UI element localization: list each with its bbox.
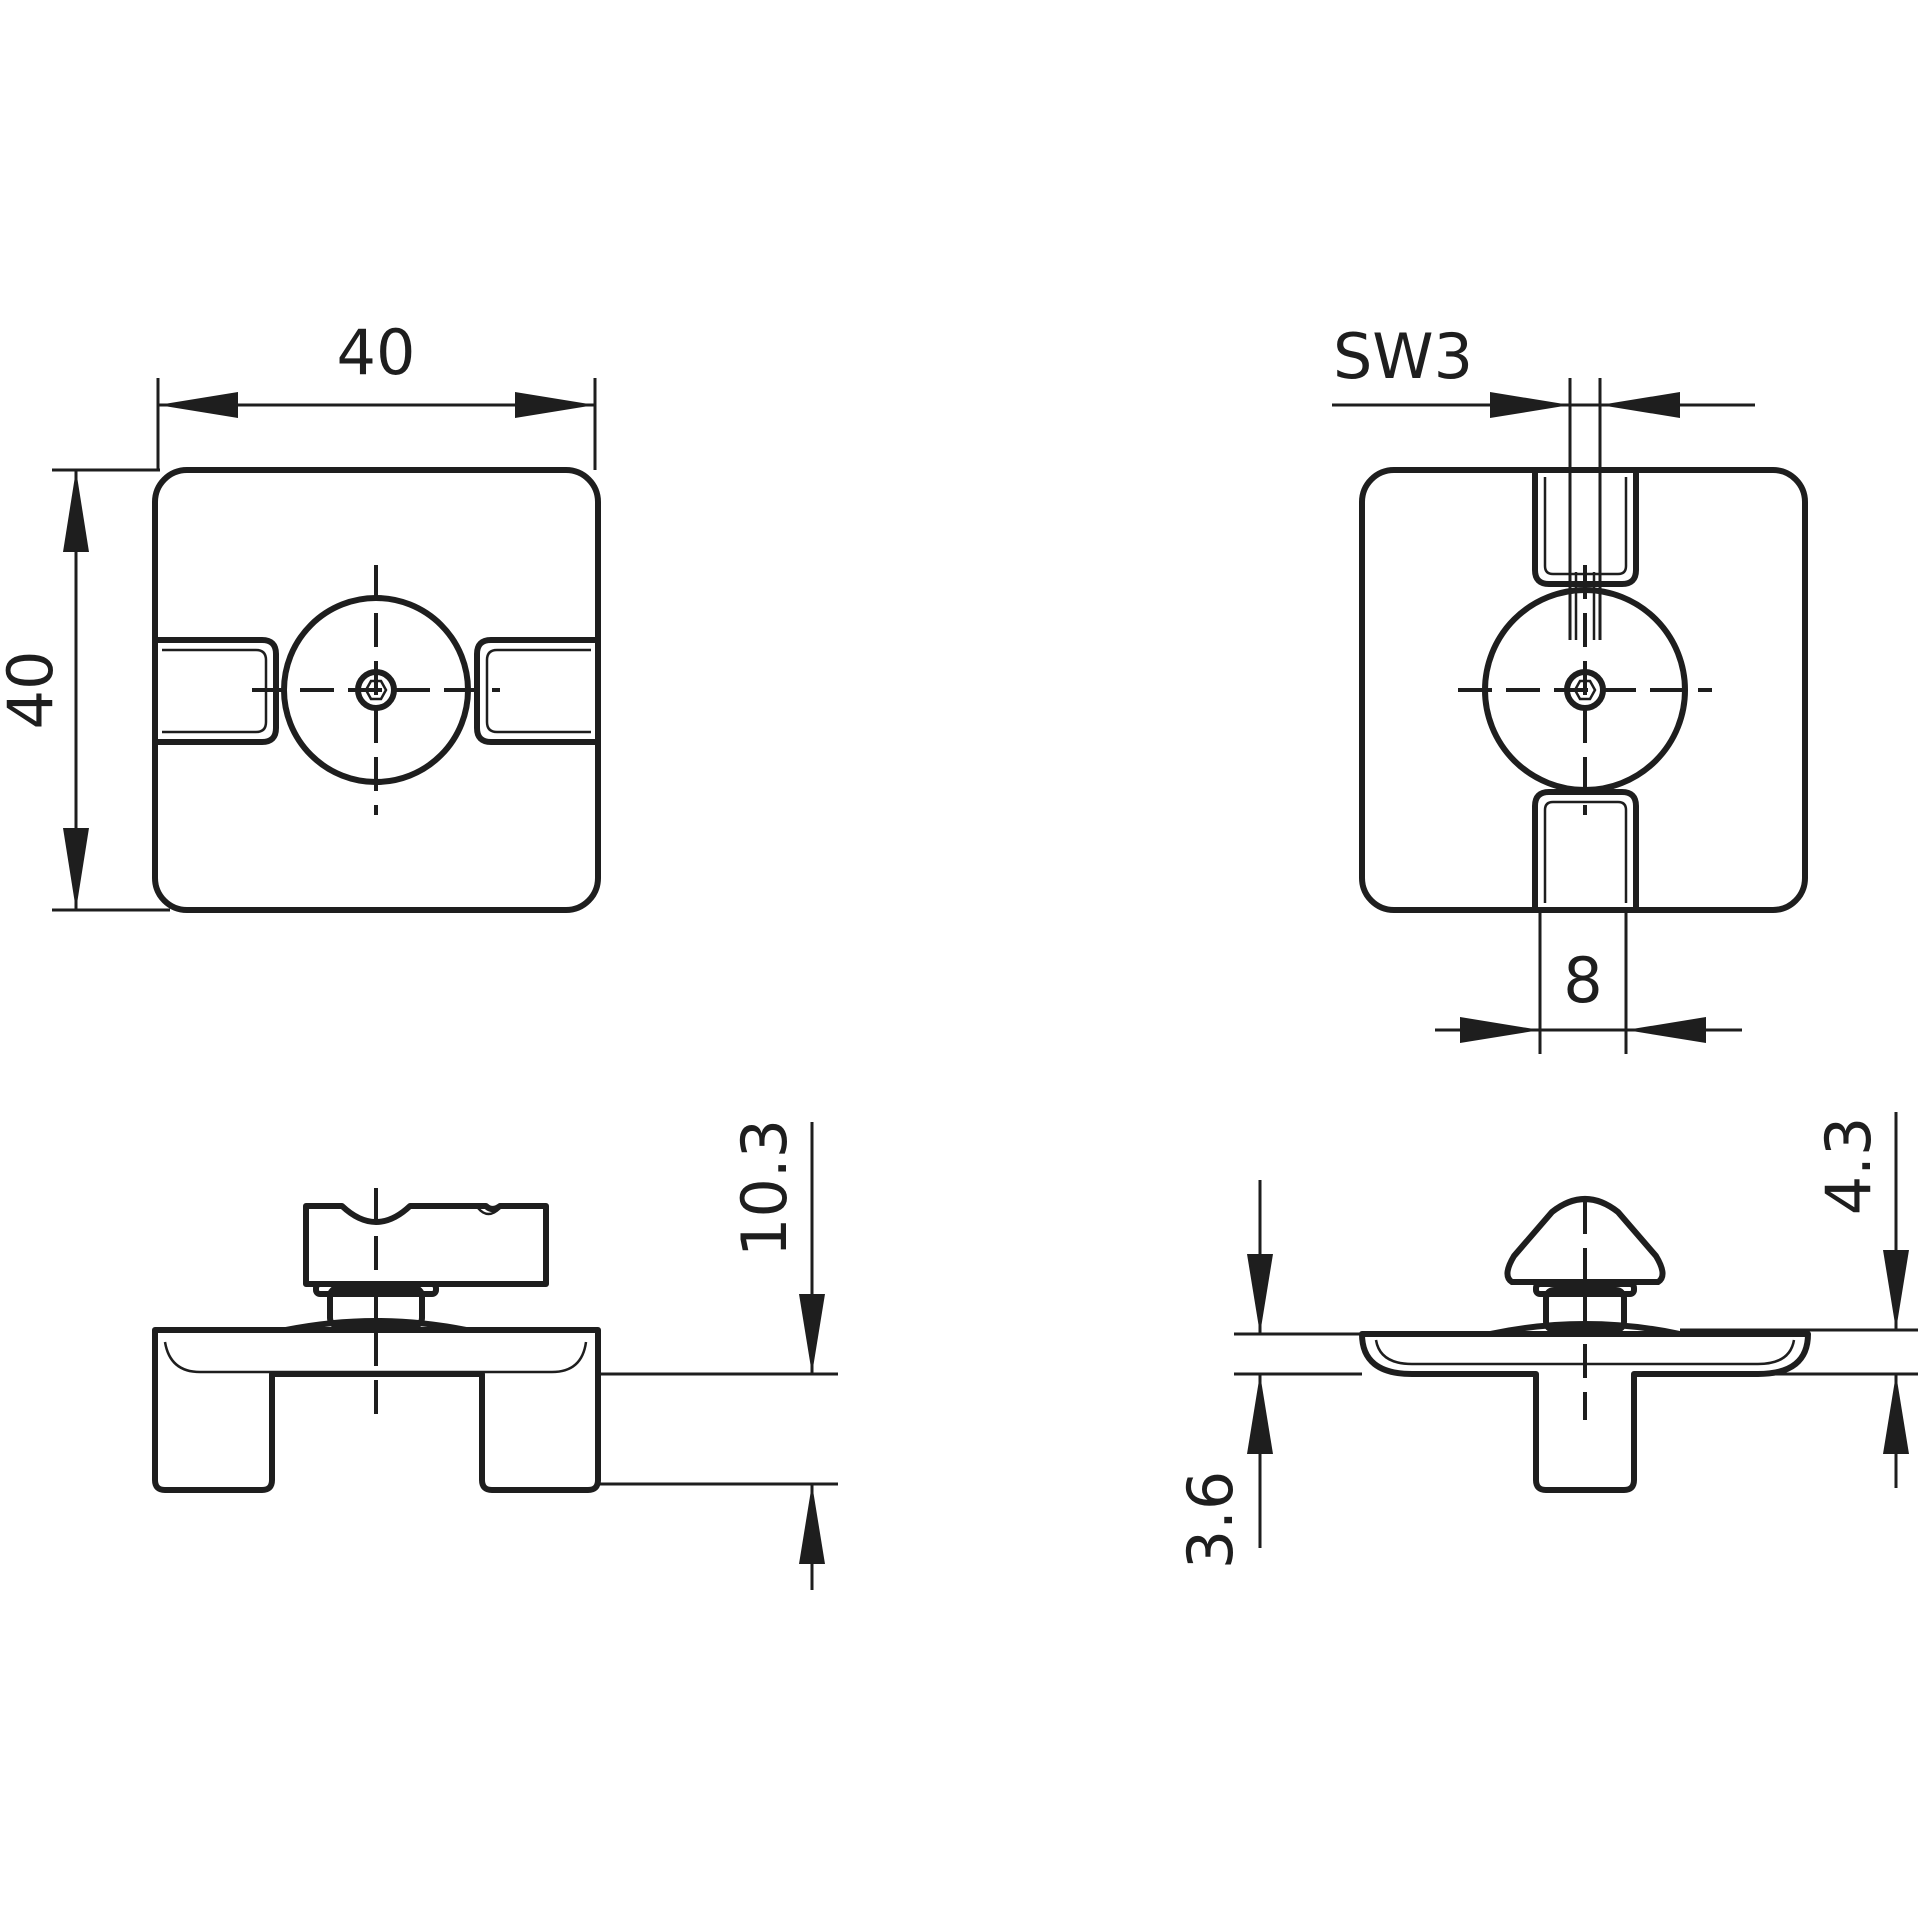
slot-label: 8 — [1563, 944, 1602, 1017]
slot-arrow-right — [1626, 1017, 1706, 1043]
sw-label: SW3 — [1333, 320, 1473, 393]
slot-arrow-left — [1460, 1017, 1540, 1043]
top-view: 40 40 — [0, 316, 601, 913]
front-view: 10.3 — [152, 1119, 838, 1590]
rotated-view-upper-slot-inner — [1543, 477, 1628, 576]
top-view-hex-socket-inner — [364, 679, 388, 701]
rotated-view-lower-slot-inner — [1543, 800, 1628, 903]
top-view-right-pad-inner — [485, 648, 591, 734]
top-view-plate — [152, 467, 601, 913]
top-view-height-label: 40 — [0, 651, 67, 730]
front-view-head — [303, 1203, 549, 1287]
front-view-head-notch — [477, 1207, 501, 1216]
sw-arrow-left — [1490, 392, 1570, 418]
top-view-width-label: 40 — [337, 316, 416, 389]
front-view-base — [152, 1327, 601, 1493]
front-height-label: 10.3 — [728, 1119, 801, 1257]
rotated-top-view: SW3 8 — [1332, 320, 1808, 1054]
front-view-base-inner — [163, 1341, 588, 1374]
side-upper-arrow-top — [1883, 1250, 1909, 1330]
top-view-width-arrow-left — [158, 392, 238, 418]
side-lower-arrow-bottom — [1247, 1374, 1273, 1454]
side-view-base — [1359, 1331, 1811, 1493]
side-upper-arrow-bottom — [1883, 1374, 1909, 1454]
front-view-bump — [283, 1318, 469, 1333]
rotated-view-plate — [1359, 467, 1808, 913]
top-view-width-arrow-right — [515, 392, 595, 418]
side-view: 4.3 3.6 — [1174, 1112, 1918, 1569]
side-lower-label: 3.6 — [1174, 1471, 1247, 1570]
front-height-arrow-top — [799, 1294, 825, 1374]
rotated-view-hex-socket-inner — [1573, 679, 1597, 701]
side-view-head — [1504, 1196, 1666, 1285]
front-height-arrow-bottom — [799, 1484, 825, 1564]
top-view-height-arrow-top — [63, 470, 89, 552]
sw-arrow-right — [1600, 392, 1680, 418]
top-view-height-arrow-bottom — [63, 828, 89, 910]
top-view-left-pad-inner — [162, 648, 268, 734]
side-upper-label: 4.3 — [1812, 1117, 1885, 1216]
side-lower-arrow-top — [1247, 1254, 1273, 1334]
